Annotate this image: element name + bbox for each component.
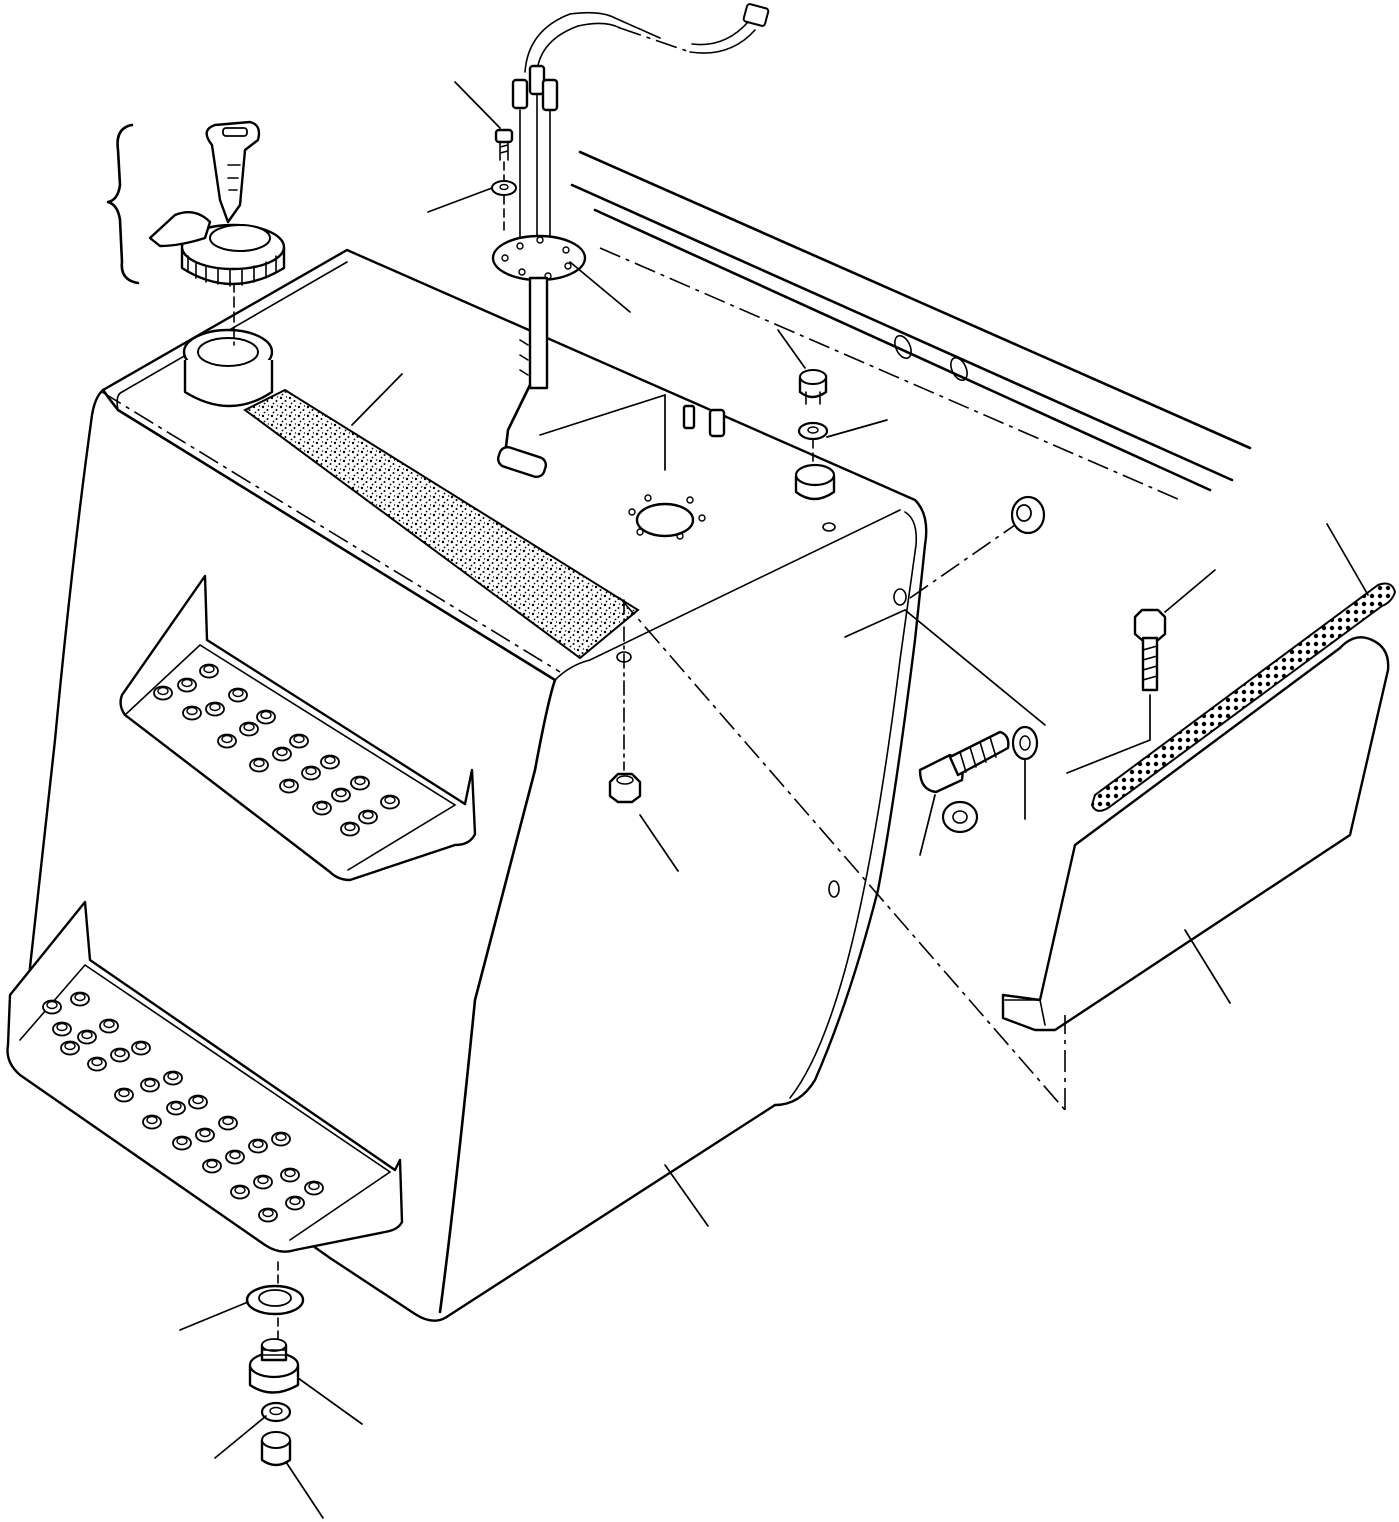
breather-plug — [798, 369, 828, 405]
drain-washer — [260, 1401, 292, 1423]
callout-leaders — [179, 81, 1369, 1519]
drain-adapter — [248, 1338, 300, 1394]
drain-plug — [260, 1431, 292, 1467]
breather-boss — [794, 463, 836, 501]
drain-seal-ring — [245, 1284, 305, 1316]
bracket-washer — [1011, 725, 1039, 761]
side-guard-plate — [1001, 636, 1390, 1032]
guard-bolt — [1133, 608, 1167, 692]
guard-bolt-leader — [1066, 694, 1151, 774]
fuel-level-sender — [491, 3, 770, 479]
sender-leader-line — [539, 393, 666, 471]
hex-nut — [608, 772, 642, 804]
sender-mount-hole — [628, 494, 706, 540]
bracket-bolt — [918, 730, 1010, 794]
breather-washer — [797, 421, 829, 441]
frame-beam — [570, 150, 1252, 501]
filler-neck — [182, 328, 274, 408]
anti-slip-strip — [243, 388, 640, 660]
key-icon — [205, 120, 261, 224]
grommet — [1010, 495, 1046, 535]
vent-fittings — [682, 404, 726, 438]
sender-screw — [494, 128, 514, 161]
locking-fuel-cap — [148, 211, 286, 287]
small-tapped-hole — [822, 522, 836, 532]
fuel-tank-body — [20, 248, 928, 1322]
rubber-edge-strip — [1090, 582, 1397, 812]
bracket-leader — [844, 609, 1046, 726]
cap-assembly-brace — [106, 123, 140, 285]
assembly-centre-lines — [619, 524, 1066, 1111]
sender-washer — [491, 180, 517, 196]
bracket-nut — [941, 800, 979, 834]
